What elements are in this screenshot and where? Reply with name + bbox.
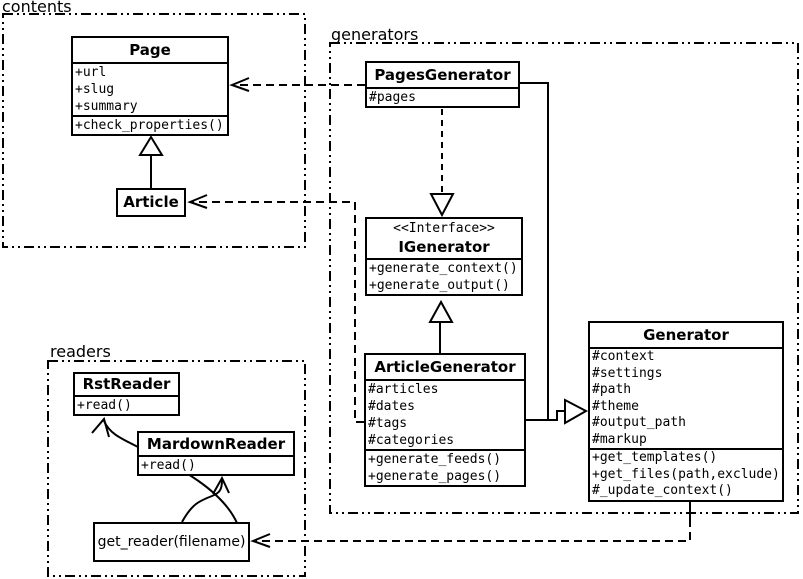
class-title: ArticleGenerator [374, 358, 516, 376]
attributes-section: #pages [367, 87, 518, 106]
realization-pagesgenerator-igenerator [429, 109, 455, 218]
methods-section: +read() [75, 395, 178, 414]
methods-section: +generate_context() +generate_output() [367, 258, 521, 294]
class-rstreader: RstReader +read() [73, 372, 180, 416]
attributes-section: #context #settings #path #theme #output_… [590, 347, 782, 448]
class-method: #_update_context() [592, 483, 733, 498]
class-stereotype: <<Interface>> [393, 221, 495, 236]
class-attribute: +summary [75, 99, 138, 114]
dependency-pagesgenerator-page [229, 77, 365, 92]
hollow-triangle-icon [429, 193, 455, 218]
class-igenerator: <<Interface>> IGenerator +generate_conte… [365, 217, 523, 296]
class-attribute: #pages [369, 90, 416, 105]
hollow-triangle-icon [428, 299, 454, 323]
hollow-triangle-icon [138, 135, 164, 156]
class-page: Page +url +slug +summary +check_properti… [71, 36, 229, 136]
class-articlegenerator: ArticleGenerator #articles #dates #tags … [364, 353, 526, 487]
class-attribute: +url [75, 65, 107, 80]
open-arrowhead-icon [91, 416, 110, 438]
class-title: RstReader [82, 375, 171, 393]
attributes-section: +url +slug +summary [73, 62, 227, 115]
class-method: +check_properties() [75, 118, 224, 133]
link-getreader-mardownreader [181, 475, 230, 523]
open-arrowhead-icon [212, 475, 230, 495]
class-attribute: #tags [368, 416, 408, 431]
generators-package-label: generators [331, 25, 419, 44]
class-attribute: #categories [368, 433, 455, 448]
generalization-articlegenerator-igenerator [428, 299, 454, 353]
class-title: Article [123, 193, 179, 211]
inheritance-article-page [138, 135, 164, 188]
class-generator: Generator #context #settings #path #them… [588, 321, 784, 502]
open-arrowhead-icon [229, 77, 250, 92]
class-attribute: #context [592, 349, 655, 364]
class-title: Generator [643, 326, 729, 344]
class-title: MardownReader [146, 435, 286, 453]
class-title: PagesGenerator [374, 66, 511, 84]
dependency-articlegenerator-article [187, 194, 364, 423]
class-attribute: #output_path [592, 415, 686, 430]
class-attribute: #articles [368, 382, 439, 397]
hollow-triangle-icon [564, 398, 589, 425]
class-attribute: +slug [75, 82, 115, 97]
methods-section: +check_properties() [73, 115, 227, 134]
class-title: IGenerator [398, 238, 490, 256]
methods-section: +get_templates() +get_files(path,exclude… [590, 448, 782, 500]
class-method: +get_files(path,exclude) [592, 466, 780, 482]
class-attribute: #dates [368, 399, 415, 414]
class-attribute: #markup [592, 431, 647, 447]
class-mardownreader: MardownReader +read() [137, 431, 295, 476]
attributes-section: #articles #dates #tags #categories [366, 379, 524, 449]
class-method: +generate_output() [369, 278, 510, 293]
function-get-reader: get_reader(filename) [93, 522, 250, 562]
class-method: +get_templates() [592, 450, 718, 465]
contents-package-label: contents [2, 0, 72, 16]
open-arrowhead-icon [250, 533, 271, 548]
class-method: +read() [141, 458, 196, 473]
class-title: Page [129, 41, 171, 59]
methods-section: +read() [139, 455, 293, 474]
contents-package-frame [2, 13, 306, 248]
generators-package-frame [329, 42, 799, 514]
class-method: +generate_pages() [368, 469, 502, 484]
class-method: +generate_feeds() [368, 452, 502, 467]
class-article: Article [116, 188, 186, 217]
class-attribute: #path [592, 382, 632, 397]
class-method: +generate_context() [369, 261, 518, 276]
generalization-generators-generator [519, 82, 589, 425]
class-attribute: #theme [592, 398, 639, 414]
methods-section: +generate_feeds() +generate_pages() [366, 449, 524, 485]
function-label: get_reader(filename) [97, 534, 246, 550]
class-attribute: #settings [592, 365, 663, 381]
readers-package-frame [47, 360, 306, 577]
class-pagesgenerator: PagesGenerator #pages [365, 61, 520, 108]
readers-package-label: readers [50, 342, 111, 361]
class-method: +read() [77, 398, 132, 413]
open-arrowhead-icon [187, 194, 208, 209]
dependency-generator-getreader [250, 501, 691, 548]
